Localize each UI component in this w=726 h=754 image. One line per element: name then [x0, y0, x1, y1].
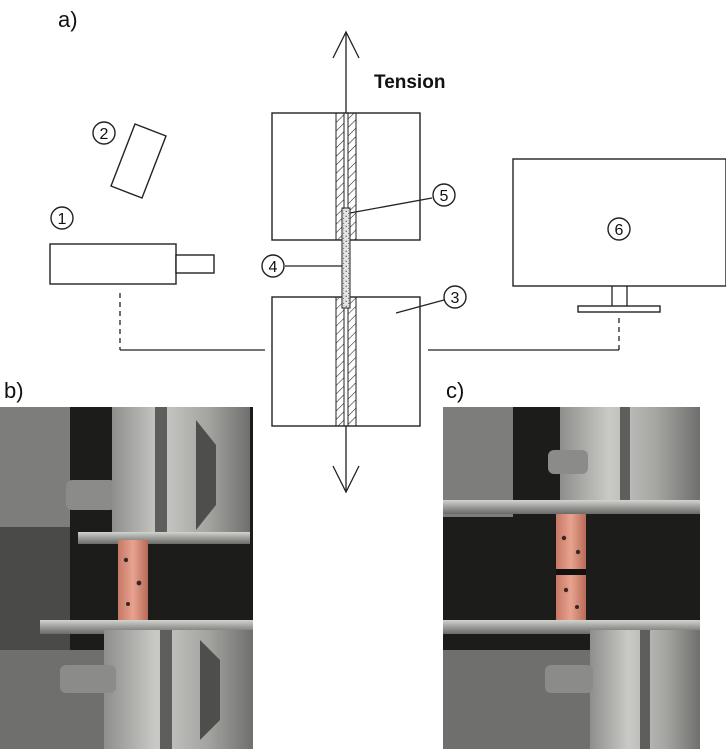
specimen-shape: [341, 207, 351, 309]
connection-lines: [119, 293, 620, 351]
callout-3: 3: [443, 285, 467, 309]
panel-label-c: c): [446, 378, 464, 403]
svg-text:1: 1: [58, 211, 67, 228]
callout-1: 1: [50, 206, 74, 230]
callout-5: 5: [432, 183, 456, 207]
svg-text:4: 4: [269, 259, 278, 276]
photo-fractured-specimen: [443, 407, 700, 749]
callout-2: 2: [92, 121, 116, 145]
callout-4: 4: [261, 254, 285, 278]
photo-intact-specimen: [0, 407, 253, 749]
svg-text:3: 3: [451, 290, 460, 307]
tension-label: Tension: [374, 72, 445, 93]
svg-text:2: 2: [100, 126, 109, 143]
callout-6: 6: [607, 217, 631, 241]
panel-label-b: b): [4, 378, 24, 403]
svg-text:5: 5: [440, 188, 449, 205]
lower-clamp: [271, 296, 421, 427]
light-source-shape: [110, 123, 167, 199]
panel-label-a: a): [58, 7, 78, 32]
svg-text:6: 6: [615, 222, 624, 239]
camera-shape: [49, 243, 215, 285]
